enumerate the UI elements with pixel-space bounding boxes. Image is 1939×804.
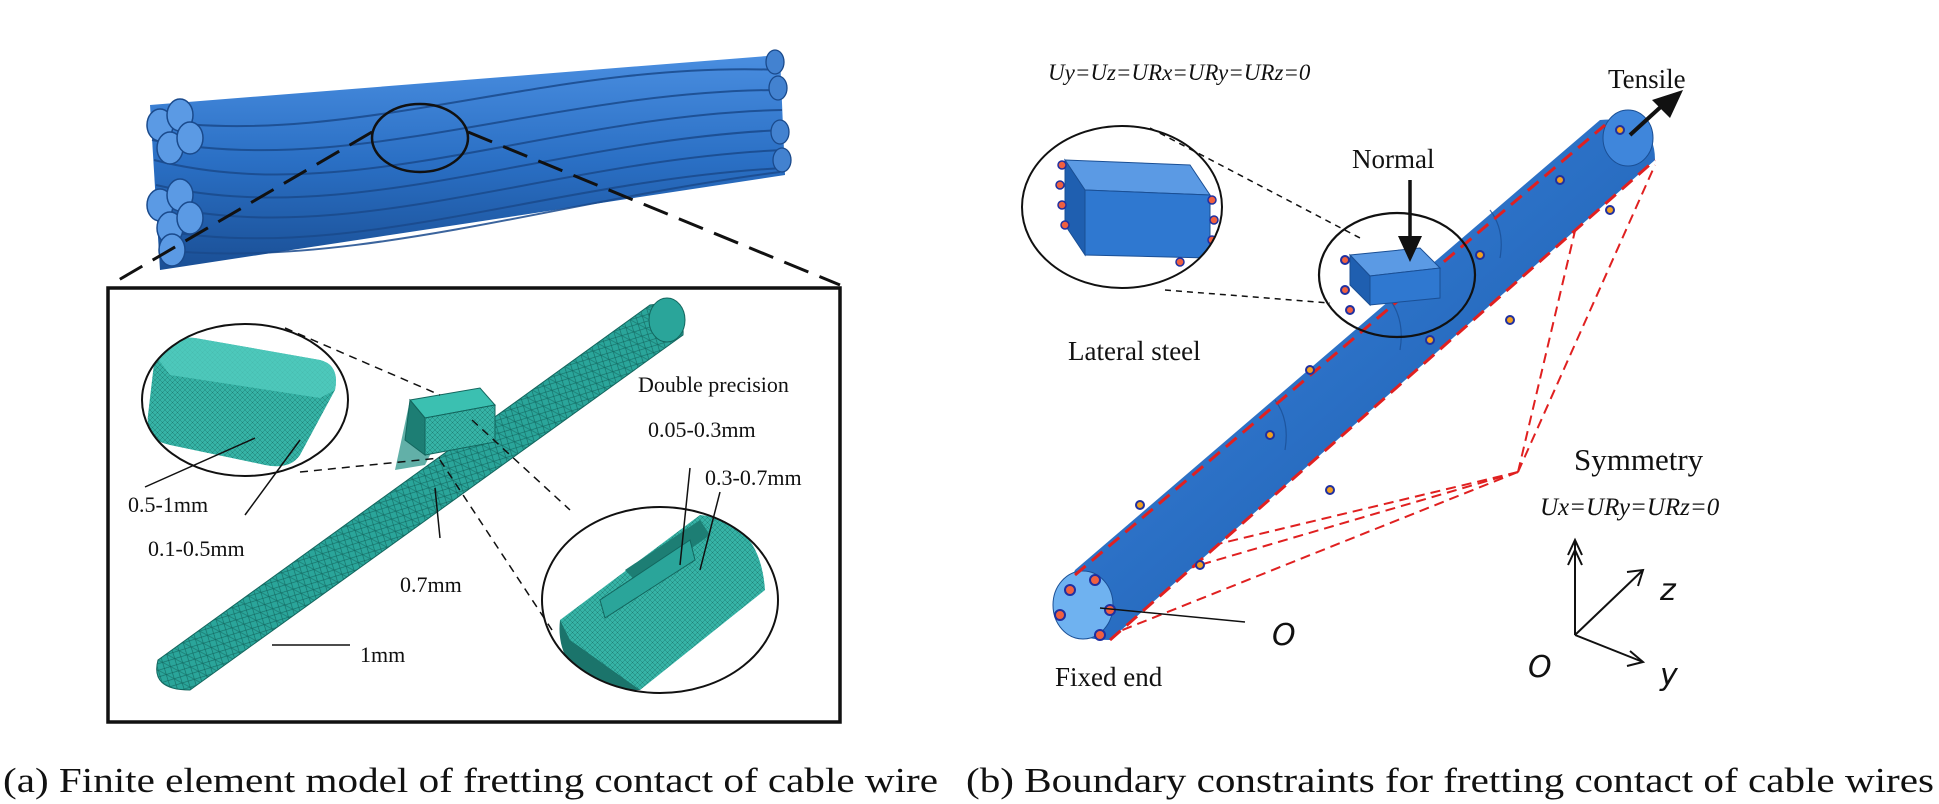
caption-panel-b: (b) Boundary constraints for fretting co… <box>966 761 1934 800</box>
label-size-0-1-0-5mm: 0.1-0.5mm <box>148 536 245 561</box>
coordinate-axes <box>1567 537 1646 667</box>
label-origin: O <box>1272 618 1296 653</box>
caption-panel-a: (a) Finite element model of fretting con… <box>3 761 938 800</box>
label-axis-y: y <box>1659 658 1679 693</box>
label-axis-z: z <box>1659 573 1677 608</box>
origin-leader <box>1099 607 1246 623</box>
label-size-0-3-0-7mm: 0.3-0.7mm <box>705 465 802 490</box>
label-fixed-end: Fixed end <box>1055 662 1163 692</box>
label-size-0-7mm: 0.7mm <box>400 572 462 597</box>
twisted-cable-bundle <box>146 49 792 270</box>
label-symmetry: Symmetry <box>1574 442 1704 477</box>
label-tensile: Tensile <box>1608 64 1686 94</box>
label-constraint-equation: Uy=Uz=URx=URy=URz=0 <box>1048 60 1311 85</box>
callout-dashes-a <box>284 327 571 631</box>
label-normal: Normal <box>1352 144 1434 174</box>
zoom-guide-lines-a <box>109 130 841 287</box>
mesh-lateral-block <box>404 387 496 456</box>
label-symmetry-equation: Ux=URy=URz=0 <box>1540 494 1720 521</box>
label-axis-origin: O <box>1528 650 1552 685</box>
callout-dashes-b <box>1149 127 1361 304</box>
tensile-arrow <box>1628 90 1683 137</box>
lateral-steel-detail-ellipse <box>1021 125 1223 289</box>
normal-arrow <box>1398 180 1422 262</box>
mesh-detail-ellipse-block <box>141 323 349 477</box>
cable-wire-rod <box>1052 109 1656 642</box>
mesh-detail-ellipse-rod <box>541 506 779 694</box>
label-size-0-05-0-3mm: 0.05-0.3mm <box>648 417 756 442</box>
lateral-steel-block <box>1348 247 1442 307</box>
label-size-1mm: 1mm <box>360 642 405 667</box>
constraint-markers <box>1054 125 1625 641</box>
fixed-end-face <box>1052 570 1114 640</box>
block-zoom-ellipse <box>1317 211 1477 339</box>
label-size-0-5-1mm: 0.5-1mm <box>128 492 208 517</box>
cable-zoom-ellipse <box>370 102 470 174</box>
mesh-inset-frame <box>106 286 842 724</box>
label-double-precision: Double precision <box>638 372 789 397</box>
label-lateral-steel: Lateral steel <box>1068 336 1201 366</box>
leader-lines-a <box>144 437 721 646</box>
